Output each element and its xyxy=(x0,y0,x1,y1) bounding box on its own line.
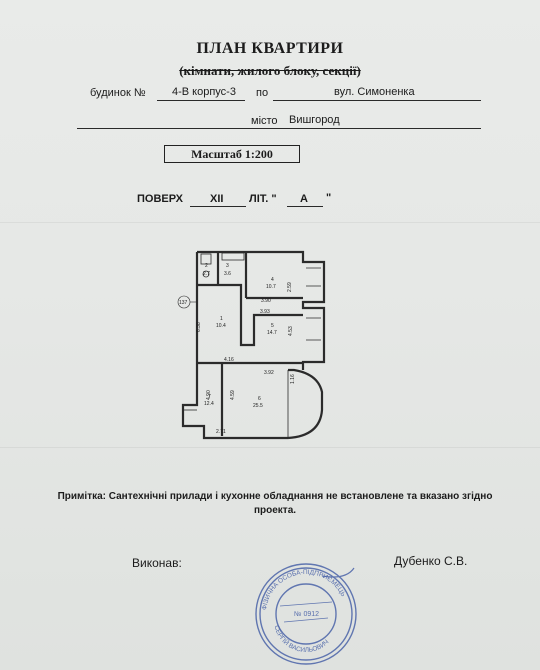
room-number: 4 xyxy=(271,277,274,283)
city-underline xyxy=(77,128,481,129)
dimension-label: 3.93 xyxy=(260,309,270,315)
page-title: ПЛАН КВАРТИРИ xyxy=(196,40,344,57)
room-number: 1 xyxy=(220,316,223,322)
building-underline xyxy=(157,100,245,101)
lit-underline xyxy=(287,206,323,207)
dimension-label: 2.59 xyxy=(287,282,293,292)
official-seal: ФІЗИЧНА ОСОБА-ПІДПРИЄМЕЦЬ СЕРГІЙ ВАСИЛЬО… xyxy=(255,563,357,665)
street-underline xyxy=(273,100,481,101)
dimension-label: 2.71 xyxy=(216,429,226,435)
floor-underline xyxy=(190,206,246,207)
note-text: Примітка: Сантехнічні прилади і кухонне … xyxy=(57,491,493,516)
room-area: 10.4 xyxy=(216,323,226,329)
lit-label: ЛІТ. " xyxy=(249,193,277,205)
room-area: 3.6 xyxy=(224,271,231,277)
floor-plan: 2 2.7 3 3.6 4 10.7 1 10.4 5 14.7 7 12.4 … xyxy=(177,250,326,440)
dimension-label: 3.92 xyxy=(264,370,274,376)
paper-fold xyxy=(0,222,540,223)
dimension-label: 4.16 xyxy=(224,357,234,363)
room-area: 12.4 xyxy=(204,401,214,407)
lit-close: " xyxy=(326,192,332,204)
dimension-label: 6.38 xyxy=(196,322,202,332)
city-label: місто xyxy=(251,115,278,127)
signer-name: Дубенко С.В. xyxy=(394,554,468,568)
room-number: 7 xyxy=(208,394,211,400)
city-value: Вишгород xyxy=(289,114,340,126)
performed-label: Виконав: xyxy=(132,556,182,570)
room-number: 2 xyxy=(205,263,208,269)
scale-box: Масштаб 1:200 xyxy=(164,145,300,163)
street-value: вул. Симоненка xyxy=(334,86,415,98)
seal-number: № 0912 xyxy=(294,611,319,618)
dimension-label: 1.16 xyxy=(290,374,296,384)
room-area: 25.5 xyxy=(253,403,263,409)
room-number: 6 xyxy=(258,396,261,402)
dimension-label: 3.90 xyxy=(261,298,271,304)
room-area: 10.7 xyxy=(266,284,276,290)
room-number: 3 xyxy=(226,263,229,269)
room-area: 2.7 xyxy=(203,271,210,277)
building-value: 4-В корпус-3 xyxy=(172,86,236,98)
dimension-label: 4.59 xyxy=(230,390,236,400)
dimension-label: 4.90 xyxy=(206,390,212,400)
page-subtitle: (кімнати, жилого блоку, секції) xyxy=(179,63,361,78)
building-label: будинок № xyxy=(90,87,146,99)
street-prefix: по xyxy=(256,87,269,99)
room-number: 5 xyxy=(271,323,274,329)
paper-fold xyxy=(0,447,540,448)
floor-value: XII xyxy=(210,193,224,205)
room-area: 14.7 xyxy=(267,330,277,336)
dimension-label: 4.53 xyxy=(288,326,294,336)
floor-label: ПОВЕРХ xyxy=(137,193,183,205)
lit-value: А xyxy=(300,193,308,205)
entrance-label: 137 xyxy=(179,300,188,306)
